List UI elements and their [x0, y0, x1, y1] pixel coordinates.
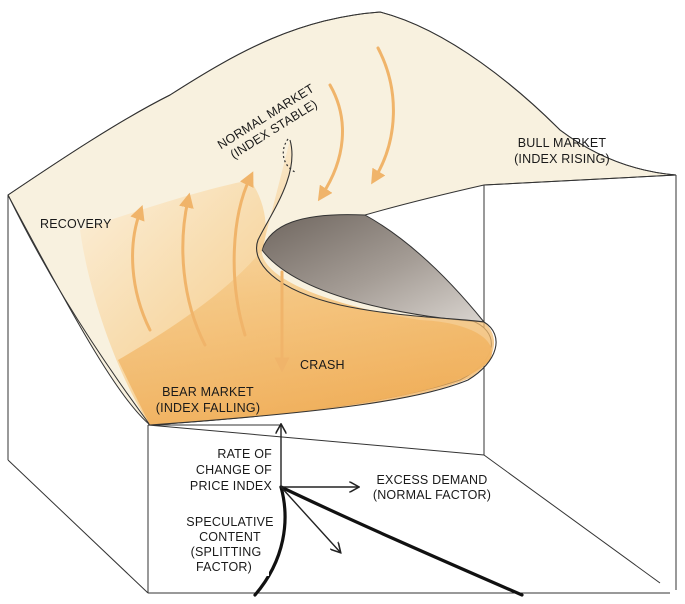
fold-edge [149, 139, 497, 426]
surface-left-edge [7, 194, 151, 426]
bull-market-line2: (INDEX RISING) [514, 152, 610, 166]
surface-right-edge [483, 174, 677, 186]
axes [281, 425, 358, 552]
excess-demand-line2: (NORMAL FACTOR) [373, 488, 491, 502]
flow-arrow-normal-1 [317, 83, 344, 202]
rate-label-bg [208, 446, 276, 494]
axis-speculative-content [280, 486, 340, 552]
rate-line3: PRICE INDEX [190, 479, 273, 493]
spec-label-bg [185, 512, 269, 576]
floor-left-edge [7, 459, 149, 594]
fold-front [118, 140, 495, 425]
speculative-line3: (SPLITTING [191, 545, 262, 559]
floor-back-edge-right [330, 425, 484, 455]
bear-market-line2: (INDEX FALLING) [156, 401, 260, 415]
box-frame [7, 175, 677, 594]
bear-market-line1: BEAR MARKET [162, 385, 254, 399]
flow-arrow-recovery-1 [130, 204, 152, 332]
bull-market-line1: BULL MARKET [518, 136, 607, 150]
bifurcation-curve-right [279, 485, 524, 597]
surface-top-edge [7, 11, 677, 196]
speculative-line2: CONTENT [199, 530, 261, 544]
floor-curves [253, 485, 524, 597]
floor-right-edge [483, 454, 661, 584]
excess-demand-line1: EXCESS DEMAND [377, 473, 488, 487]
rate-line2: CHANGE OF [196, 463, 272, 477]
floor-left-back-edge [8, 425, 148, 460]
flow-arrow-normal-2 [371, 46, 395, 185]
recovery-label: RECOVERY [40, 217, 112, 231]
speculative-line1: SPECULATIVE [186, 515, 273, 529]
flow-arrow-recovery-2 [179, 192, 207, 347]
speculative-line4: FACTOR) [196, 560, 252, 574]
flow-arrow-recovery-3 [232, 171, 254, 337]
fold-shadow [261, 214, 486, 323]
flow-arrows [130, 46, 395, 373]
crash-label: CRASH [300, 358, 345, 372]
bifurcation-curve-left [253, 485, 287, 597]
rate-line1: RATE OF [217, 447, 272, 461]
floor-diagonal [147, 424, 485, 456]
cusp-dashed-edge [282, 138, 296, 173]
